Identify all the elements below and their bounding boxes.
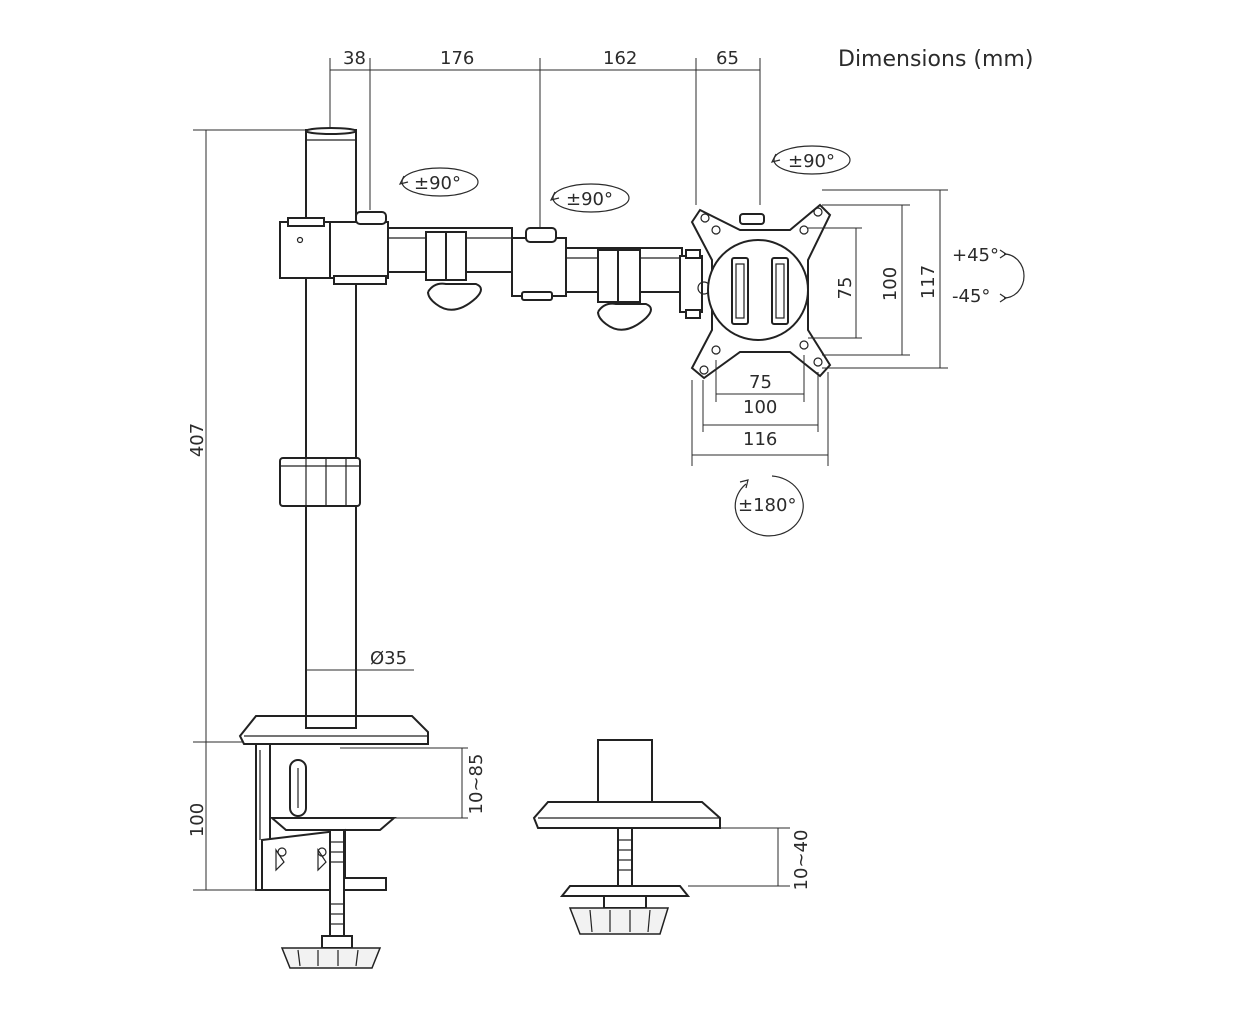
clamp-range-label: 10~85 <box>466 754 487 815</box>
tilt-up-label: +45° <box>952 245 999 266</box>
pole-diameter-label: Ø35 <box>370 648 407 669</box>
vesa-h-75: 75 <box>749 372 772 393</box>
dim-162: 162 <box>603 48 637 69</box>
dim-100-clamp: 100 <box>187 803 208 837</box>
rotation-180-label: ±180° <box>738 495 796 516</box>
vesa-v-117: 117 <box>918 265 939 299</box>
grommet-range-lines <box>688 827 790 887</box>
vesa-v-75: 75 <box>835 277 856 300</box>
rotation-arrow-180 <box>734 475 804 537</box>
desk-clamp <box>238 715 429 969</box>
grommet-range-label: 10~40 <box>791 830 812 891</box>
rotation-arm2-label: ±90° <box>566 189 613 210</box>
dim-38: 38 <box>343 48 366 69</box>
vesa-horizontal-dims <box>691 355 829 466</box>
vesa-plate <box>690 203 832 380</box>
vesa-v-100: 100 <box>880 267 901 301</box>
top-dimension-lines <box>329 58 761 232</box>
vesa-vertical-dims <box>808 189 948 369</box>
dim-407: 407 <box>187 423 208 457</box>
rotation-head-label: ±90° <box>788 151 835 172</box>
tilt-down-label: -45° <box>952 286 990 307</box>
rotation-arm1-label: ±90° <box>414 173 461 194</box>
rotation-arrow-arm2 <box>549 183 630 213</box>
dim-65: 65 <box>716 48 739 69</box>
rotation-arrow-head <box>770 145 851 175</box>
clamp-range-lines <box>340 747 468 819</box>
vesa-h-116: 116 <box>743 429 777 450</box>
diagram-title: Dimensions (mm) <box>838 47 1033 72</box>
arm-assembly <box>279 211 711 331</box>
rotation-arrow-arm1 <box>398 167 479 197</box>
grommet-mount <box>532 739 721 935</box>
cable-clip <box>279 457 361 507</box>
vesa-h-100: 100 <box>743 397 777 418</box>
tilt-arrow <box>999 249 1025 303</box>
dim-176: 176 <box>440 48 474 69</box>
